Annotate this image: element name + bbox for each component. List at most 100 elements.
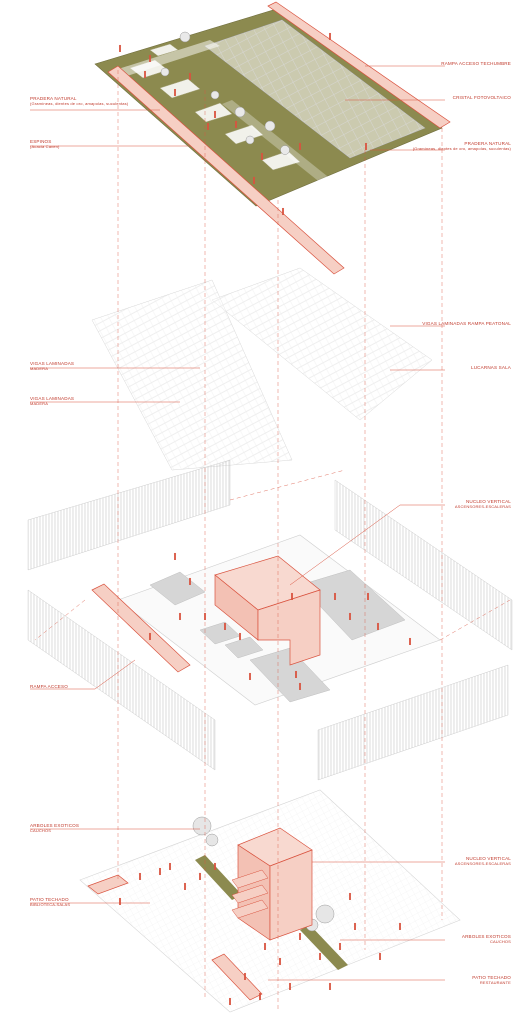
person-body [189, 580, 191, 585]
person-figure [118, 44, 122, 52]
label-text: VIGAS LAMINADAS [30, 361, 75, 366]
person-body [224, 625, 226, 630]
person-figure [376, 622, 380, 630]
person-body [253, 179, 255, 184]
person-figure [328, 32, 332, 40]
person-body [244, 975, 246, 980]
label-subtext: ASCENSORES-ESCALERAS [454, 861, 511, 867]
person-figure [138, 872, 142, 880]
roof-access-ramp [267, 1, 451, 129]
label-vigas-madera-2: VIGAS LAMINADAS MADERA [30, 396, 74, 407]
person-body [299, 935, 301, 940]
person-head [408, 637, 412, 641]
person-figure [148, 54, 152, 62]
person-figure [203, 612, 207, 620]
person-figure [223, 622, 227, 630]
person-figure [168, 862, 172, 870]
label-text: RAMPA ACCESO TECHUMBRE [441, 61, 511, 66]
label-vigas-madera-1: VIGAS LAMINADAS MADERA [30, 361, 74, 372]
person-figure [281, 207, 285, 215]
label-arboles-2: ARBOLES EXOTICOS CAUCHOS [462, 934, 511, 945]
person-body [184, 885, 186, 890]
person-body [119, 47, 121, 52]
person-figure [328, 982, 332, 990]
person-figure [258, 992, 262, 1000]
person-body [139, 875, 141, 880]
person-body [399, 925, 401, 930]
label-subtext: MADERA [30, 366, 49, 372]
roof-patios [129, 43, 301, 171]
label-text: NUCLEO VERTICAL [465, 856, 511, 861]
person-figure [318, 952, 322, 960]
label-subtext: (Gramíneas, dientes de oro, amapolas, su… [412, 146, 511, 152]
person-body [365, 145, 367, 150]
person-head [348, 612, 352, 616]
person-figure [278, 957, 282, 965]
person-body [339, 945, 341, 950]
person-body [214, 113, 216, 118]
person-head [298, 682, 302, 686]
label-subtext: RESTAURANTE [479, 980, 511, 986]
label-arboles-1: ARBOLES EXOTICOS CAUCHOS [30, 823, 79, 834]
person-head [398, 922, 402, 926]
person-figure [188, 577, 192, 585]
person-head [364, 142, 368, 146]
person-body [169, 865, 171, 870]
label-nucleo-upper: NUCLEO VERTICAL ASCENSORES-ESCALERAS [455, 499, 511, 510]
person-head [173, 552, 177, 556]
person-figure [173, 88, 177, 96]
person-body [174, 555, 176, 560]
person-head [234, 120, 238, 124]
person-head [148, 632, 152, 636]
person-head [353, 922, 357, 926]
people-figures [118, 32, 412, 1005]
tree-1 [192, 816, 212, 836]
person-body [159, 870, 161, 875]
label-nucleo-lower: NUCLEO VERTICAL ASCENSORES-ESCALERAS [455, 856, 511, 867]
person-head [263, 942, 267, 946]
person-body [295, 673, 297, 678]
label-subtext: ASCENSORES-ESCALERAS [454, 504, 511, 510]
label-text: CRISTAL FOTOVOLTAICO [452, 95, 511, 100]
person-head [338, 942, 342, 946]
person-head [348, 892, 352, 896]
person-body [329, 985, 331, 990]
person-head [260, 152, 264, 156]
person-body [149, 635, 151, 640]
person-figure [234, 120, 238, 128]
person-head [158, 867, 162, 871]
facade-right [334, 479, 513, 651]
person-head [328, 32, 332, 36]
person-head [203, 612, 207, 616]
person-head [248, 672, 252, 676]
person-figure [333, 592, 337, 600]
main-rooms [149, 569, 406, 703]
planter-1 [195, 855, 242, 900]
person-body [174, 91, 176, 96]
beam-level [91, 267, 433, 471]
person-figure [252, 176, 256, 184]
person-body [299, 145, 301, 150]
person-figure [198, 872, 202, 880]
label-pradera-right: PRADERA NATURAL (Gramíneas, dientes de o… [413, 141, 511, 152]
label-text: NUCLEO VERTICAL [465, 499, 511, 504]
label-text: LUCARNAS SALA [471, 365, 511, 370]
person-body [144, 73, 146, 78]
person-figure [118, 897, 122, 905]
person-body [334, 595, 336, 600]
person-head [213, 110, 217, 114]
label-text: PRADERA NATURAL [30, 96, 77, 101]
label-text: PATIO TECHADO [30, 897, 69, 902]
person-figure [298, 142, 302, 150]
person-figure [398, 922, 402, 930]
person-head [173, 88, 177, 92]
person-head [298, 932, 302, 936]
person-head [281, 207, 285, 211]
person-body [349, 895, 351, 900]
person-figure [206, 122, 210, 130]
person-body [264, 945, 266, 950]
person-head [118, 897, 122, 901]
person-body [367, 595, 369, 600]
person-figure [188, 72, 192, 80]
